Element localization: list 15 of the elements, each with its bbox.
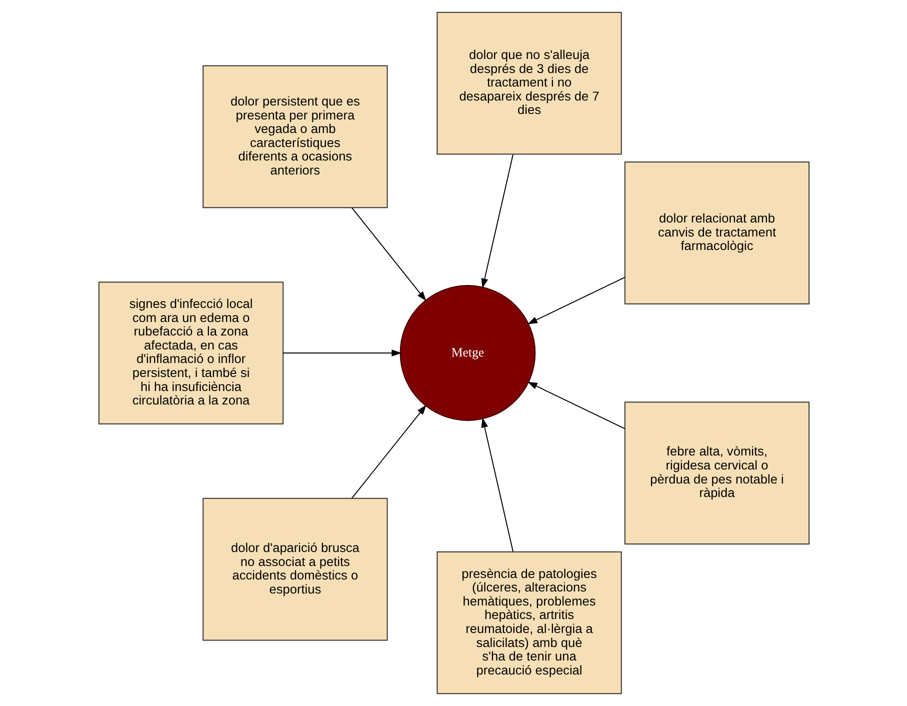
node-circle: Metge xyxy=(399,285,536,421)
node-box: dolor persistent que es presenta per primera vegada o amb característiques diferents a ocasions anteriors xyxy=(202,65,388,208)
arrow xyxy=(526,382,625,430)
arrow xyxy=(350,404,426,499)
arrow xyxy=(480,418,513,552)
arrow xyxy=(480,154,513,288)
node-box: dolor que no s'alleuja després de 3 dies de tractament i no desapareix després de 7 dies xyxy=(436,12,622,155)
node-box: febre alta, vòmits, rigidesa cervical o pèrdua de pes notable i ràpida xyxy=(624,402,810,544)
node-box: dolor relacionat amb canvis de tractament farmacològic xyxy=(624,162,810,304)
node-box: presència de patologies (úlceres, alteracions hemàtiques, problemes hepàtics, artritis reumatoide, al·lèrgia a salicilats) amb què s'ha de tenir una precaució especial xyxy=(436,551,622,694)
arrow xyxy=(282,350,402,356)
node-box: signes d'infecció local com ara un edema o rubefacció a la zona afectada, en cas d'inflamació o inflor persistent, i també si hi ha insuficiència circulatòria a la zona xyxy=(98,282,284,424)
arrow xyxy=(350,207,426,302)
arrow xyxy=(526,276,625,324)
node-box: dolor d'aparició brusca no associat a petits accidents domèstics o esportius xyxy=(202,498,388,641)
